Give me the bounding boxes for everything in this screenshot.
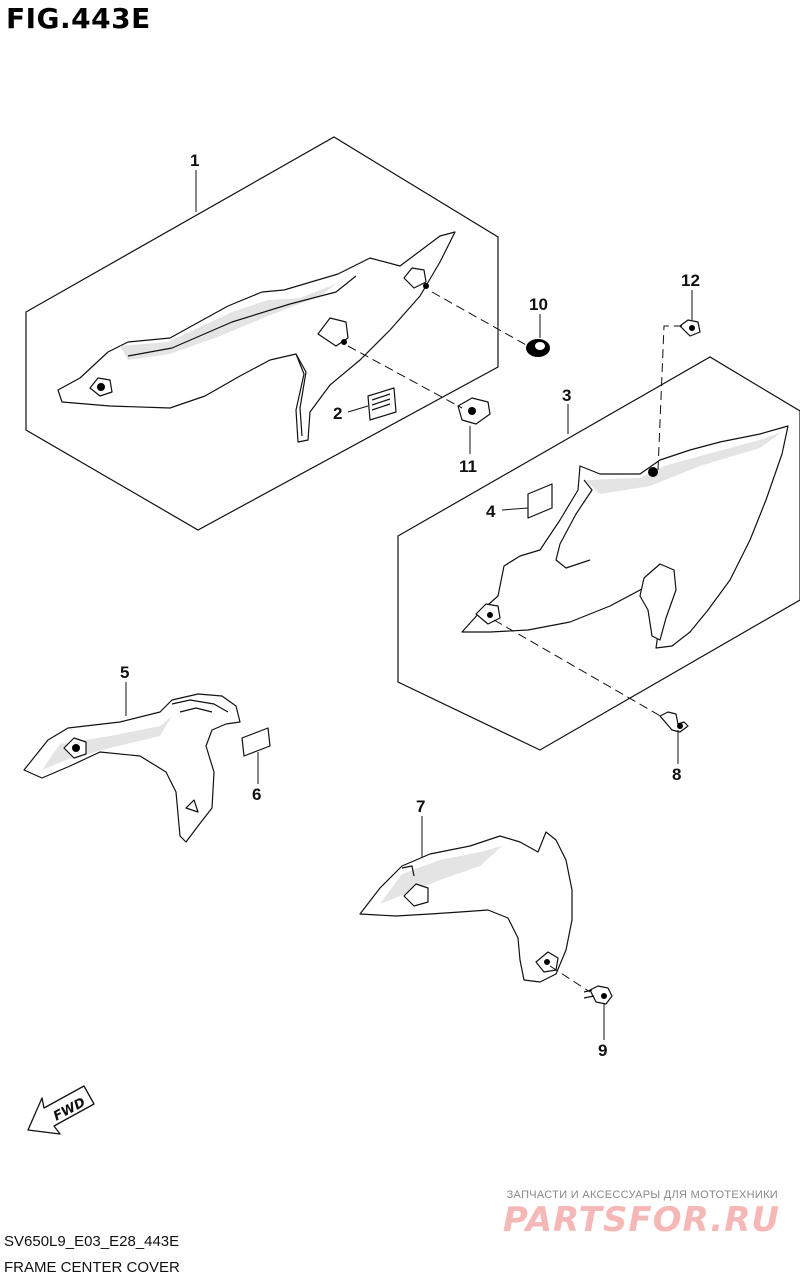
- assembly-box-left: [25, 136, 499, 531]
- part-2-label: [367, 387, 397, 421]
- callout-5: 5: [120, 663, 129, 682]
- callout-10: 10: [529, 295, 548, 314]
- leader-2: [347, 405, 369, 413]
- part-5-inner-cover: [23, 693, 241, 843]
- watermark-tagline: ЗАПЧАСТИ И АКСЕССУАРЫ ДЛЯ МОТОТЕХНИКИ: [506, 1189, 778, 1201]
- assembly-line-7-9: [549, 965, 591, 993]
- callout-9: 9: [598, 1041, 607, 1060]
- part-9-screw: [583, 985, 613, 1005]
- callout-11: 11: [459, 457, 477, 476]
- assembly-line-1-11: [347, 345, 463, 409]
- callout-7: 7: [416, 797, 425, 816]
- callout-12: 12: [681, 271, 700, 290]
- part-12-bolt: [679, 319, 701, 337]
- part-7-inner-cover: [359, 831, 573, 983]
- part-4-label: [527, 483, 553, 519]
- callout-8: 8: [672, 765, 681, 784]
- assembly-line-1-10: [431, 291, 529, 347]
- assembly-line-3-12: [657, 325, 682, 471]
- assembly-box-right: [397, 356, 800, 751]
- part-8-screw: [659, 711, 689, 733]
- fwd-arrow-icon: FWD: [27, 1085, 95, 1135]
- callout-3: 3: [562, 386, 571, 405]
- part-1-left-cover: [57, 231, 456, 443]
- callout-6: 6: [252, 785, 261, 804]
- callout-2: 2: [333, 404, 342, 423]
- leader-4: [501, 507, 529, 511]
- part-10-grommet: [526, 339, 550, 357]
- figure-caption: FRAME CENTER COVER: [4, 1259, 180, 1276]
- part-11-grommet: [457, 397, 491, 425]
- figure-title: FIG.443E: [6, 2, 151, 35]
- part-6-pad: [241, 727, 271, 757]
- model-code: SV650L9_E03_E28_443E: [4, 1233, 180, 1250]
- assembly-line-3-8: [493, 619, 665, 719]
- callout-4: 4: [486, 502, 496, 521]
- watermark-brand: PARTSFOR.RU: [502, 1200, 780, 1240]
- part-3-right-cover: [461, 425, 789, 649]
- callout-1: 1: [190, 151, 199, 170]
